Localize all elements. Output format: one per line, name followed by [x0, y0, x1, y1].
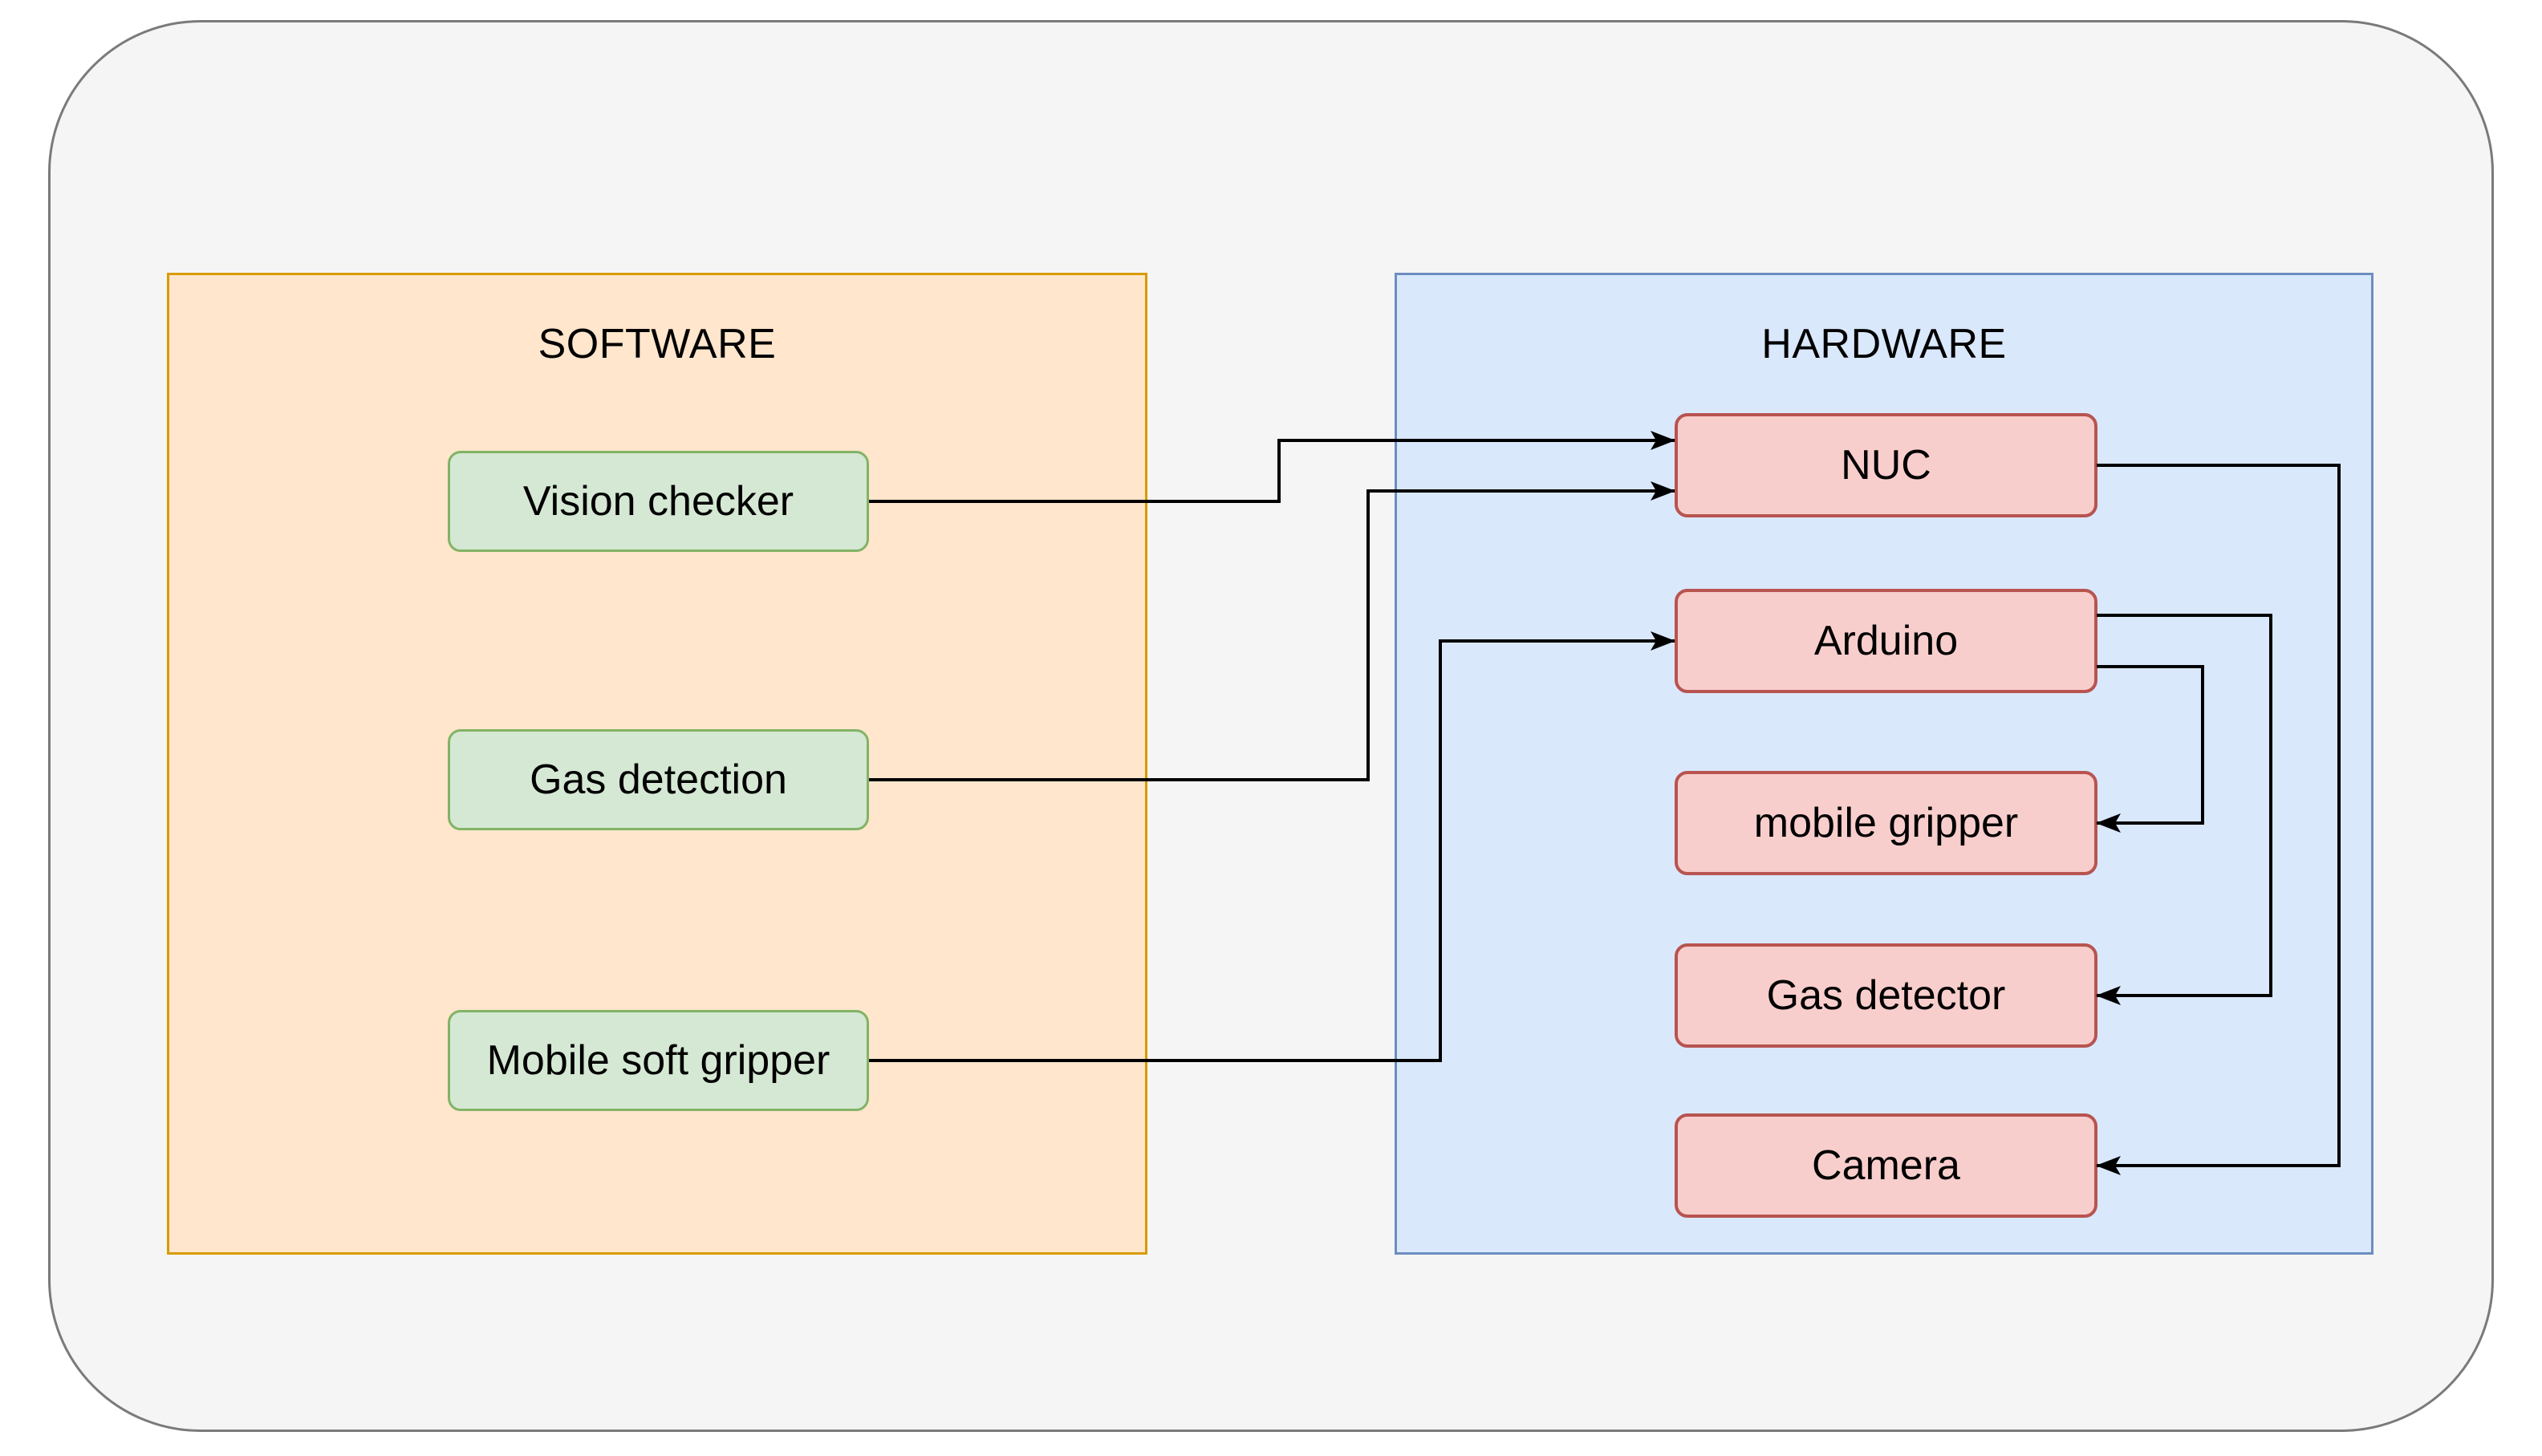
node-label: Camera — [1812, 1142, 1960, 1189]
node-label: Gas detector — [1766, 972, 2006, 1019]
node-label: Gas detection — [530, 756, 787, 803]
node-camera: Camera — [1675, 1113, 2097, 1218]
node-nuc: NUC — [1675, 413, 2097, 517]
software-panel-title: SOFTWARE — [538, 321, 777, 367]
hardware-panel-title: HARDWARE — [1761, 321, 2007, 367]
node-gas-detector: Gas detector — [1675, 943, 2097, 1048]
node-mobile-gripper: mobile gripper — [1675, 771, 2097, 875]
node-label: Mobile soft gripper — [486, 1037, 830, 1084]
node-label: NUC — [1841, 442, 1931, 489]
node-mobile-soft-gripper: Mobile soft gripper — [448, 1010, 869, 1111]
node-label: Vision checker — [522, 478, 794, 525]
node-label: mobile gripper — [1753, 800, 2019, 846]
node-arduino: Arduino — [1675, 589, 2097, 693]
node-gas-detection: Gas detection — [448, 729, 869, 830]
node-label: Arduino — [1813, 618, 1959, 664]
node-vision-checker: Vision checker — [448, 451, 869, 552]
